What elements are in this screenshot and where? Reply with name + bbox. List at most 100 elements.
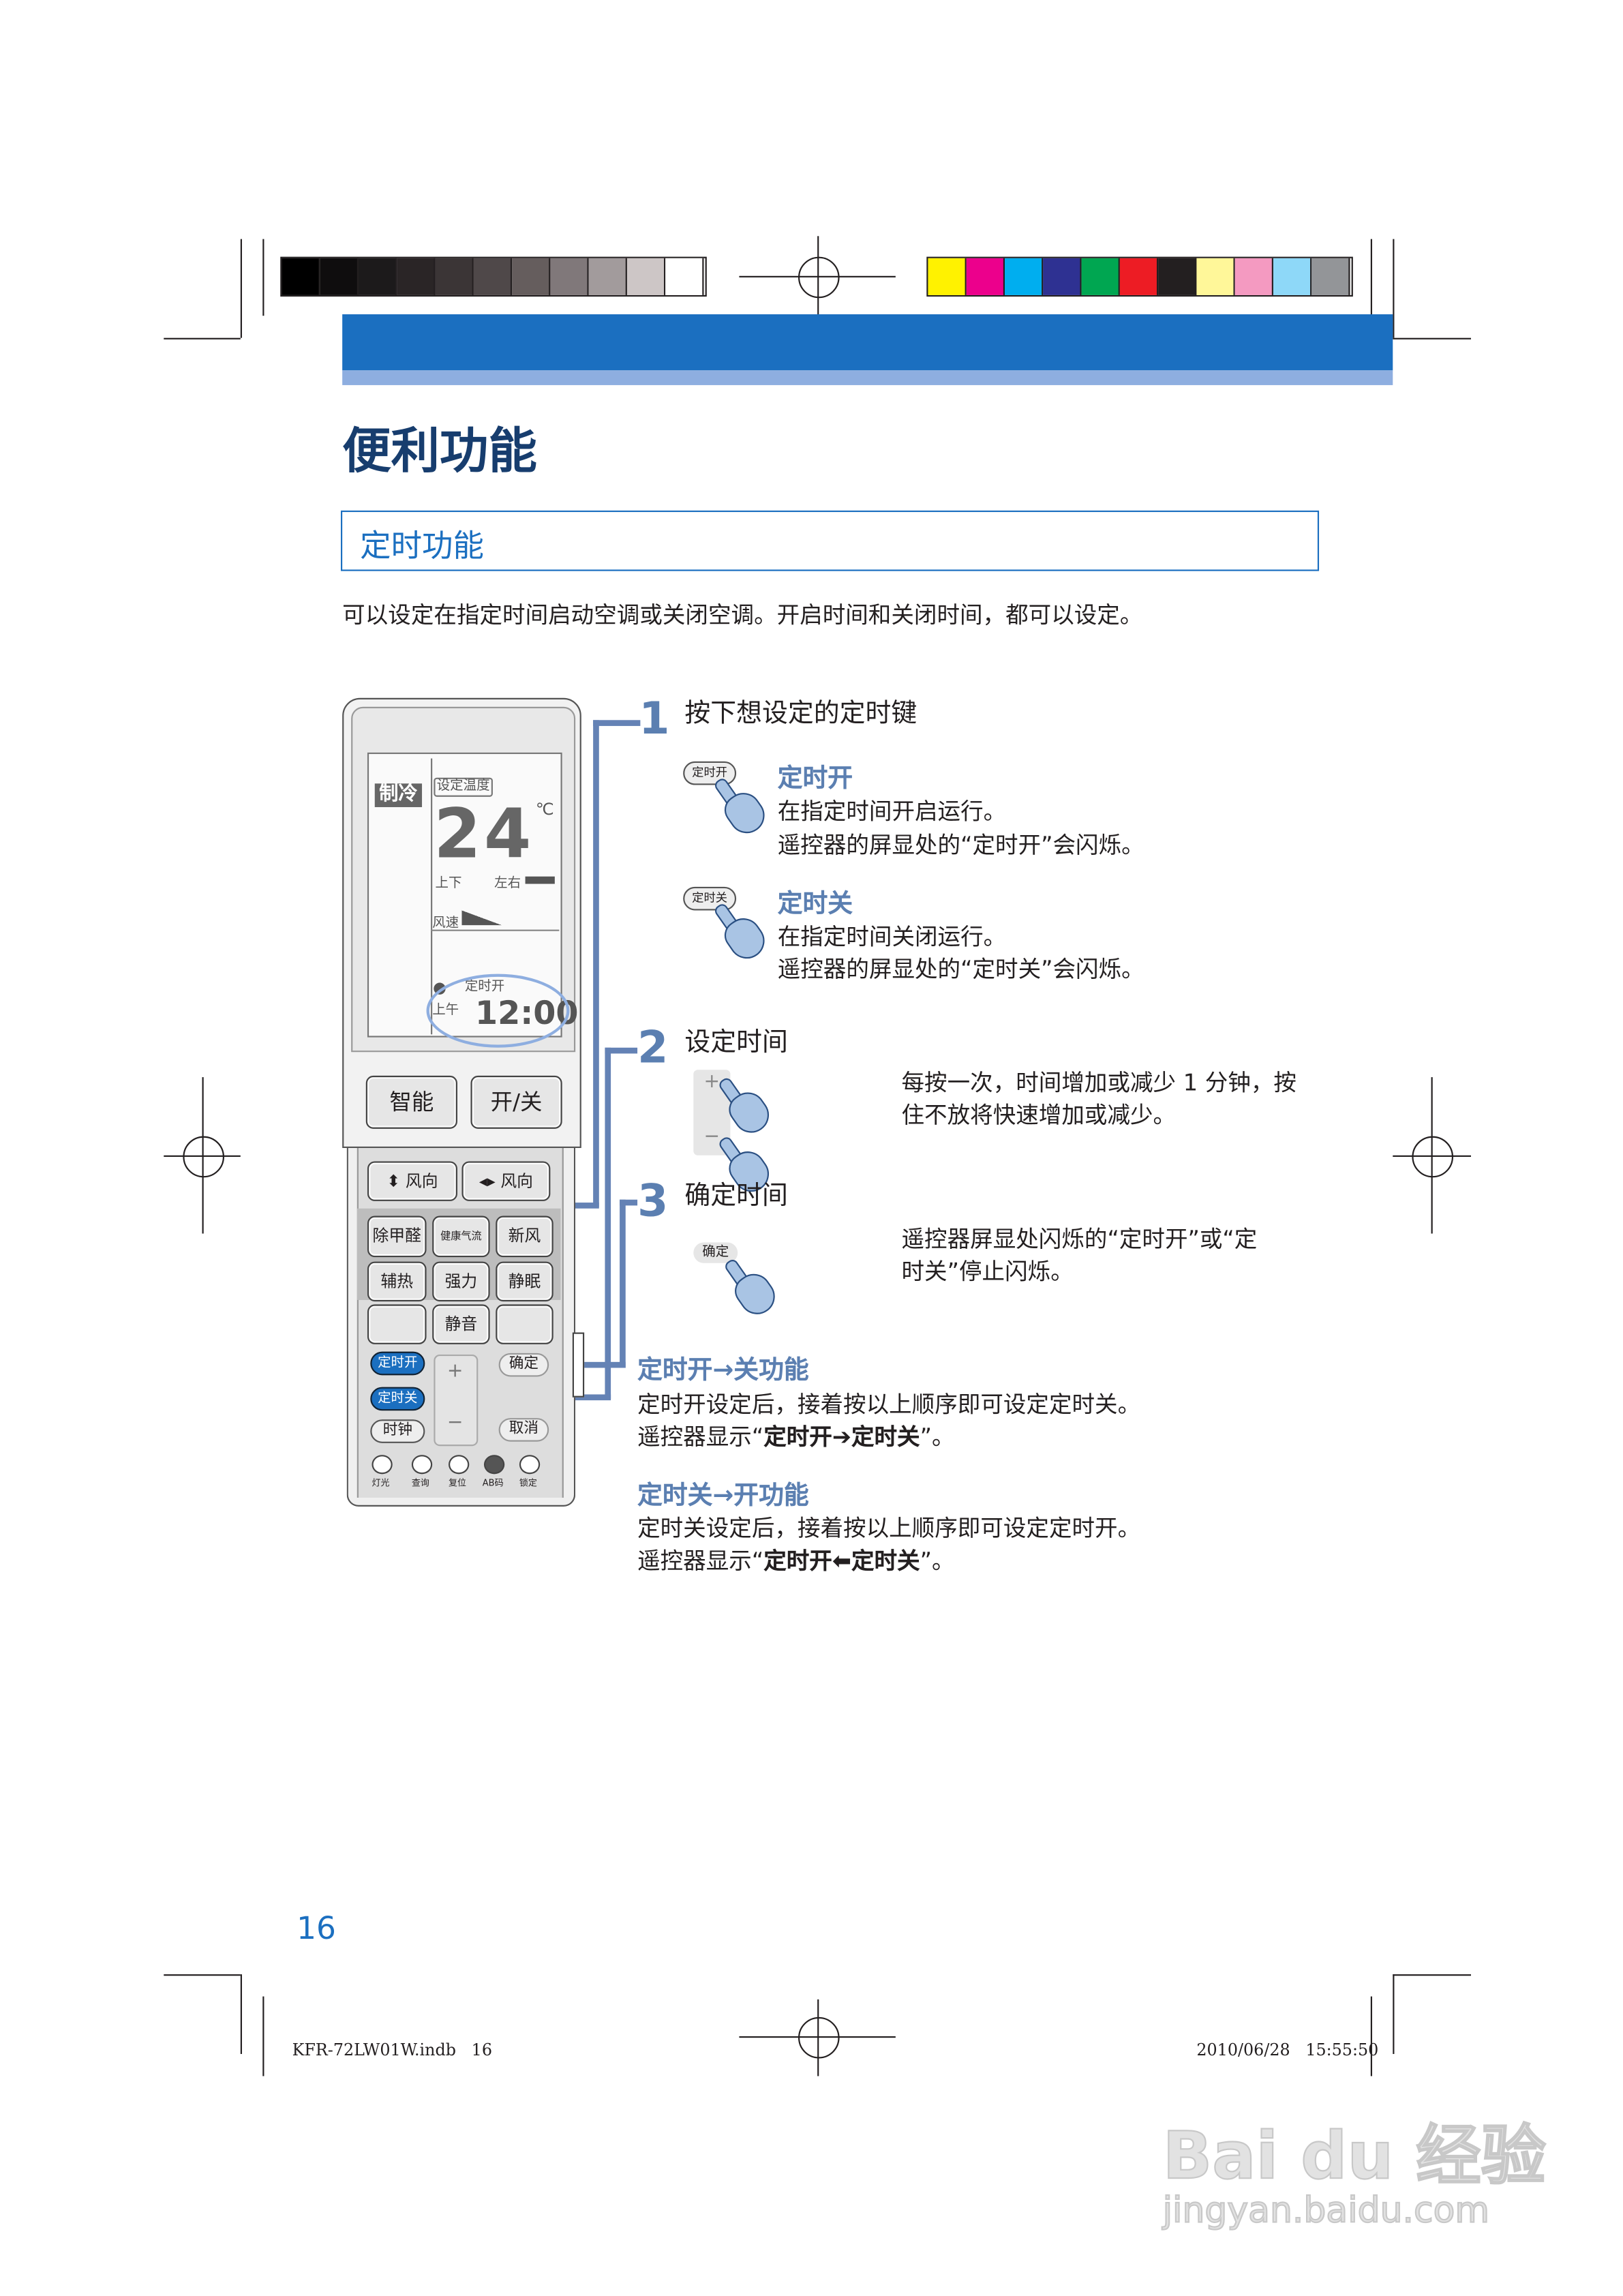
wind-ud-label: 风向 — [405, 1171, 438, 1191]
sleep-button[interactable]: 静眠 — [496, 1261, 553, 1302]
clock-button[interactable]: 时钟 — [370, 1419, 425, 1443]
plus-label: + — [703, 1071, 721, 1093]
timer-on-key-illustration: 定时开 — [683, 761, 737, 785]
step-2-number: 2 — [637, 1022, 669, 1074]
smart-button[interactable]: 智能 — [365, 1075, 457, 1129]
text: ”。 — [920, 1547, 955, 1575]
color-swatch — [588, 258, 627, 295]
color-swatch — [358, 258, 397, 295]
minus-label: − — [703, 1126, 721, 1148]
temperature-display: 24 — [434, 794, 534, 874]
color-swatch — [626, 258, 666, 295]
quiet-button[interactable]: 静音 — [432, 1304, 490, 1344]
step-2-title: 设定时间 — [684, 1028, 788, 1058]
timer-off-button[interactable]: 定时关 — [370, 1387, 425, 1411]
side-clip — [572, 1332, 585, 1398]
off-to-on-desc: 定时关设定后，接着按以上顺序即可设定定时开。 — [637, 1515, 1141, 1542]
step-3-title: 确定时间 — [684, 1181, 788, 1212]
color-swatch — [1311, 258, 1350, 295]
header-band-light — [342, 370, 1393, 385]
gray-color-bar — [280, 256, 707, 297]
color-swatch — [1119, 258, 1159, 295]
color-swatch — [320, 258, 359, 295]
swing-lr-icon — [525, 876, 555, 884]
plus-button[interactable]: + — [446, 1360, 464, 1383]
fan-speed-label: 风速 — [432, 916, 459, 931]
query-button[interactable] — [411, 1455, 433, 1475]
timer-highlight-ellipse — [426, 973, 570, 1048]
query-label: 查询 — [411, 1478, 429, 1489]
lcd-divider-horizontal — [431, 929, 560, 931]
healthy-airflow-button[interactable]: 健康气流 — [432, 1215, 490, 1258]
page-number: 16 — [297, 1911, 336, 1946]
timer-off-heading: 定时关 — [777, 890, 853, 920]
text: 遥控器显示“ — [637, 1423, 764, 1451]
header-band — [342, 314, 1393, 371]
plus-minus-pad[interactable]: + − — [434, 1355, 479, 1447]
section-box: 定时功能 — [340, 510, 1320, 571]
page-title: 便利功能 — [342, 422, 537, 480]
reset-label: 复位 — [449, 1478, 467, 1489]
light-button[interactable] — [371, 1455, 393, 1475]
timer-off-key-illustration: 定时关 — [683, 886, 737, 911]
color-swatch — [1273, 258, 1312, 295]
cancel-button[interactable]: 取消 — [498, 1418, 549, 1442]
color-swatch — [928, 258, 967, 295]
process-color-bar — [926, 256, 1353, 297]
step-1-title: 按下想设定的定时键 — [684, 699, 917, 729]
footer-file: KFR-72LW01W.indb 16 — [292, 2040, 492, 2060]
lock-button[interactable] — [519, 1455, 541, 1475]
step-2-desc-2: 住不放将快速增加或减少。 — [901, 1102, 1177, 1129]
remote-control-illustration: 制冷 设定温度 24 ℃ 上下 左右 风速 定时开 上午 12:00 智能 开/… — [342, 697, 585, 1507]
mode-indicator: 制冷 — [374, 783, 423, 807]
color-swatch — [512, 258, 551, 295]
color-swatch — [665, 258, 704, 295]
reset-button[interactable] — [449, 1455, 470, 1475]
fan-speed-bars-icon — [461, 910, 502, 926]
timer-on-button[interactable]: 定时开 — [370, 1351, 425, 1376]
confirm-button[interactable]: 确定 — [498, 1353, 549, 1377]
intro-text: 可以设定在指定时间启动空调或关闭空调。开启时间和关闭时间，都可以设定。 — [342, 602, 1143, 629]
color-swatch — [397, 258, 436, 295]
text: ”。 — [920, 1423, 955, 1451]
power-button[interactable]: 开/关 — [470, 1075, 562, 1129]
wind-lr-label: 风向 — [500, 1171, 533, 1191]
aux-heat-button[interactable]: 辅热 — [367, 1261, 427, 1302]
set-temp-label: 设定温度 — [434, 777, 493, 797]
off-to-on-display: 遥控器显示“定时开⬅定时关”。 — [637, 1545, 955, 1577]
lcd-divider-vertical — [431, 758, 433, 1035]
blank-button-right[interactable] — [496, 1304, 553, 1344]
color-swatch — [1081, 258, 1120, 295]
swing-lr-label: 左右 — [494, 876, 521, 892]
temp-unit: ℃ — [535, 800, 554, 819]
timer-off-desc-1: 在指定时间关闭运行。 — [777, 923, 1007, 950]
blank-button-left[interactable] — [367, 1304, 427, 1344]
on-to-off-desc: 定时开设定后，接着按以上顺序即可设定定时关。 — [637, 1391, 1141, 1419]
timer-on-desc-1: 在指定时间开启运行。 — [777, 798, 1007, 825]
step-3-desc-2: 时关”停止闪烁。 — [901, 1258, 1074, 1286]
fresh-air-button[interactable]: 新风 — [496, 1215, 553, 1258]
timer-on-desc-2: 遥控器的屏显处的“定时开”会闪烁。 — [777, 832, 1144, 859]
ab-code-button[interactable] — [483, 1455, 505, 1475]
color-swatch — [550, 258, 589, 295]
color-swatch — [473, 258, 513, 295]
on-to-off-heading: 定时开→关功能 — [637, 1356, 809, 1386]
minus-button[interactable]: − — [446, 1412, 464, 1434]
wind-lr-button[interactable]: ◂▸ 风向 — [461, 1161, 551, 1201]
timer-off-desc-2: 遥控器的屏显处的“定时关”会闪烁。 — [777, 956, 1144, 983]
step-1-number: 1 — [639, 693, 670, 746]
step-2-desc-1: 每按一次，时间增加或减少 1 分钟，按 — [901, 1070, 1296, 1097]
light-label: 灯光 — [371, 1478, 390, 1489]
wind-ud-button[interactable]: ⬍ 风向 — [367, 1161, 457, 1201]
color-swatch — [1196, 258, 1235, 295]
color-swatch — [966, 258, 1005, 295]
leftright-arrow-icon: ◂▸ — [479, 1171, 501, 1191]
baidu-watermark: Bai du 经验 — [1162, 2118, 1547, 2195]
color-swatch — [1234, 258, 1273, 295]
formaldehyde-button[interactable]: 除甲醛 — [367, 1215, 427, 1258]
color-swatch — [435, 258, 474, 295]
off-to-on-heading: 定时关→开功能 — [637, 1481, 809, 1511]
turbo-button[interactable]: 强力 — [432, 1261, 490, 1302]
color-swatch — [282, 258, 320, 295]
